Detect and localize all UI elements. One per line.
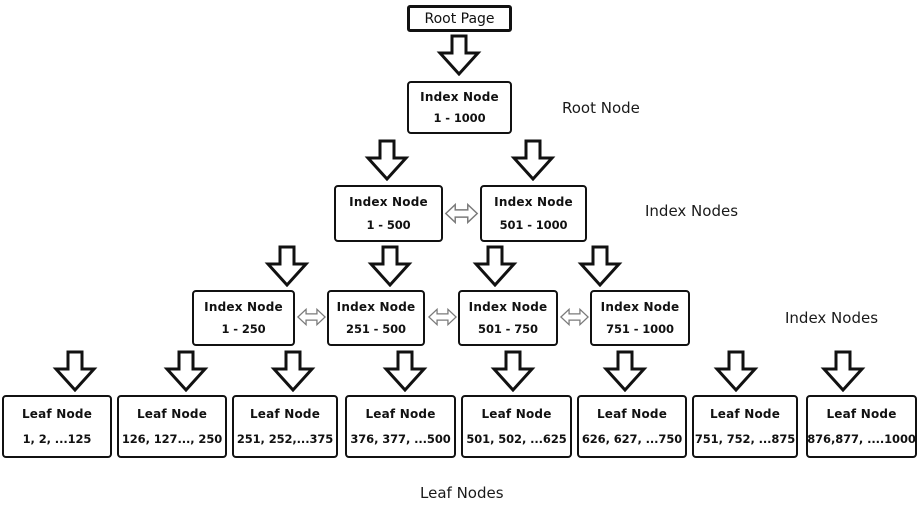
node-range: 126, 127..., 250	[121, 431, 223, 446]
down-arrow-icon	[490, 350, 536, 392]
leaf-node-3: Leaf Node 251, 252,...375	[232, 395, 338, 458]
node-range: 1 - 1000	[433, 111, 486, 125]
node-title: Leaf Node	[249, 407, 321, 422]
down-arrow-icon	[270, 350, 316, 392]
node-range: 501, 502, ...625	[466, 431, 567, 446]
node-title: Leaf Node	[136, 407, 208, 422]
node-title: Leaf Node	[826, 407, 897, 422]
leaf-node-1: Leaf Node 1, 2, ...125	[2, 395, 112, 458]
down-arrow-icon	[52, 350, 98, 392]
index-node-501-750: Index Node 501 - 750	[458, 290, 558, 346]
down-arrow-icon	[364, 139, 410, 181]
down-arrow-icon	[510, 139, 556, 181]
down-arrow-icon	[577, 245, 623, 287]
node-title: Index Node	[420, 90, 499, 104]
level-label-leaf-nodes: Leaf Nodes	[420, 484, 504, 502]
node-range: 876,877, ....1000	[807, 431, 916, 446]
down-arrow-icon	[367, 245, 413, 287]
bidirectional-arrow-icon	[560, 307, 589, 327]
index-node-501-1000: Index Node 501 - 1000	[480, 185, 587, 242]
index-node-1-250: Index Node 1 - 250	[192, 290, 295, 346]
node-range: 1 - 250	[221, 322, 266, 336]
down-arrow-icon	[163, 350, 209, 392]
index-node-751-1000: Index Node 751 - 1000	[590, 290, 690, 346]
down-arrow-icon	[382, 350, 428, 392]
node-title: Index Node	[600, 300, 680, 314]
node-title: Leaf Node	[596, 407, 668, 422]
down-arrow-icon	[472, 245, 518, 287]
node-range: 376, 377, ...500	[350, 431, 451, 446]
index-node-1-1000: Index Node 1 - 1000	[407, 81, 512, 134]
node-title: Leaf Node	[21, 407, 93, 422]
node-title: Leaf Node	[481, 407, 552, 422]
down-arrow-icon	[602, 350, 648, 392]
index-node-251-500: Index Node 251 - 500	[327, 290, 425, 346]
node-range: 251 - 500	[346, 322, 406, 336]
root-page-box: Root Page	[407, 5, 512, 32]
node-range: 751 - 1000	[606, 322, 674, 336]
node-range: 251, 252,...375	[236, 431, 334, 446]
node-title: Index Node	[349, 195, 428, 210]
leaf-node-5: Leaf Node 501, 502, ...625	[461, 395, 572, 458]
node-range: 626, 627, ...750	[581, 431, 683, 446]
node-title: Index Node	[204, 300, 283, 314]
node-range: 1 - 500	[366, 217, 411, 232]
node-title: Index Node	[468, 300, 548, 314]
down-arrow-icon	[436, 34, 482, 76]
index-node-1-500: Index Node 1 - 500	[334, 185, 443, 242]
down-arrow-icon	[820, 350, 866, 392]
node-title: Leaf Node	[365, 407, 436, 422]
down-arrow-icon	[713, 350, 759, 392]
level-label-index-nodes-1: Index Nodes	[645, 202, 739, 220]
node-title: Index Node	[336, 300, 416, 314]
bidirectional-arrow-icon	[444, 202, 479, 225]
level-label-root-node: Root Node	[562, 99, 640, 117]
node-title: Index Node	[494, 195, 573, 210]
leaf-node-4: Leaf Node 376, 377, ...500	[345, 395, 456, 458]
level-label-index-nodes-2: Index Nodes	[785, 309, 879, 327]
node-title: Leaf Node	[709, 407, 781, 422]
node-range: 1, 2, ...125	[22, 431, 92, 446]
node-range: 501 - 750	[478, 322, 538, 336]
leaf-node-6: Leaf Node 626, 627, ...750	[577, 395, 687, 458]
bidirectional-arrow-icon	[297, 307, 326, 327]
node-range: 501 - 1000	[499, 217, 568, 232]
down-arrow-icon	[264, 245, 310, 287]
root-page-label: Root Page	[424, 10, 495, 27]
node-range: 751, 752, ...875	[694, 431, 796, 446]
leaf-node-2: Leaf Node 126, 127..., 250	[117, 395, 227, 458]
leaf-node-7: Leaf Node 751, 752, ...875	[692, 395, 798, 458]
leaf-node-8: Leaf Node 876,877, ....1000	[806, 395, 917, 458]
bidirectional-arrow-icon	[428, 307, 457, 327]
